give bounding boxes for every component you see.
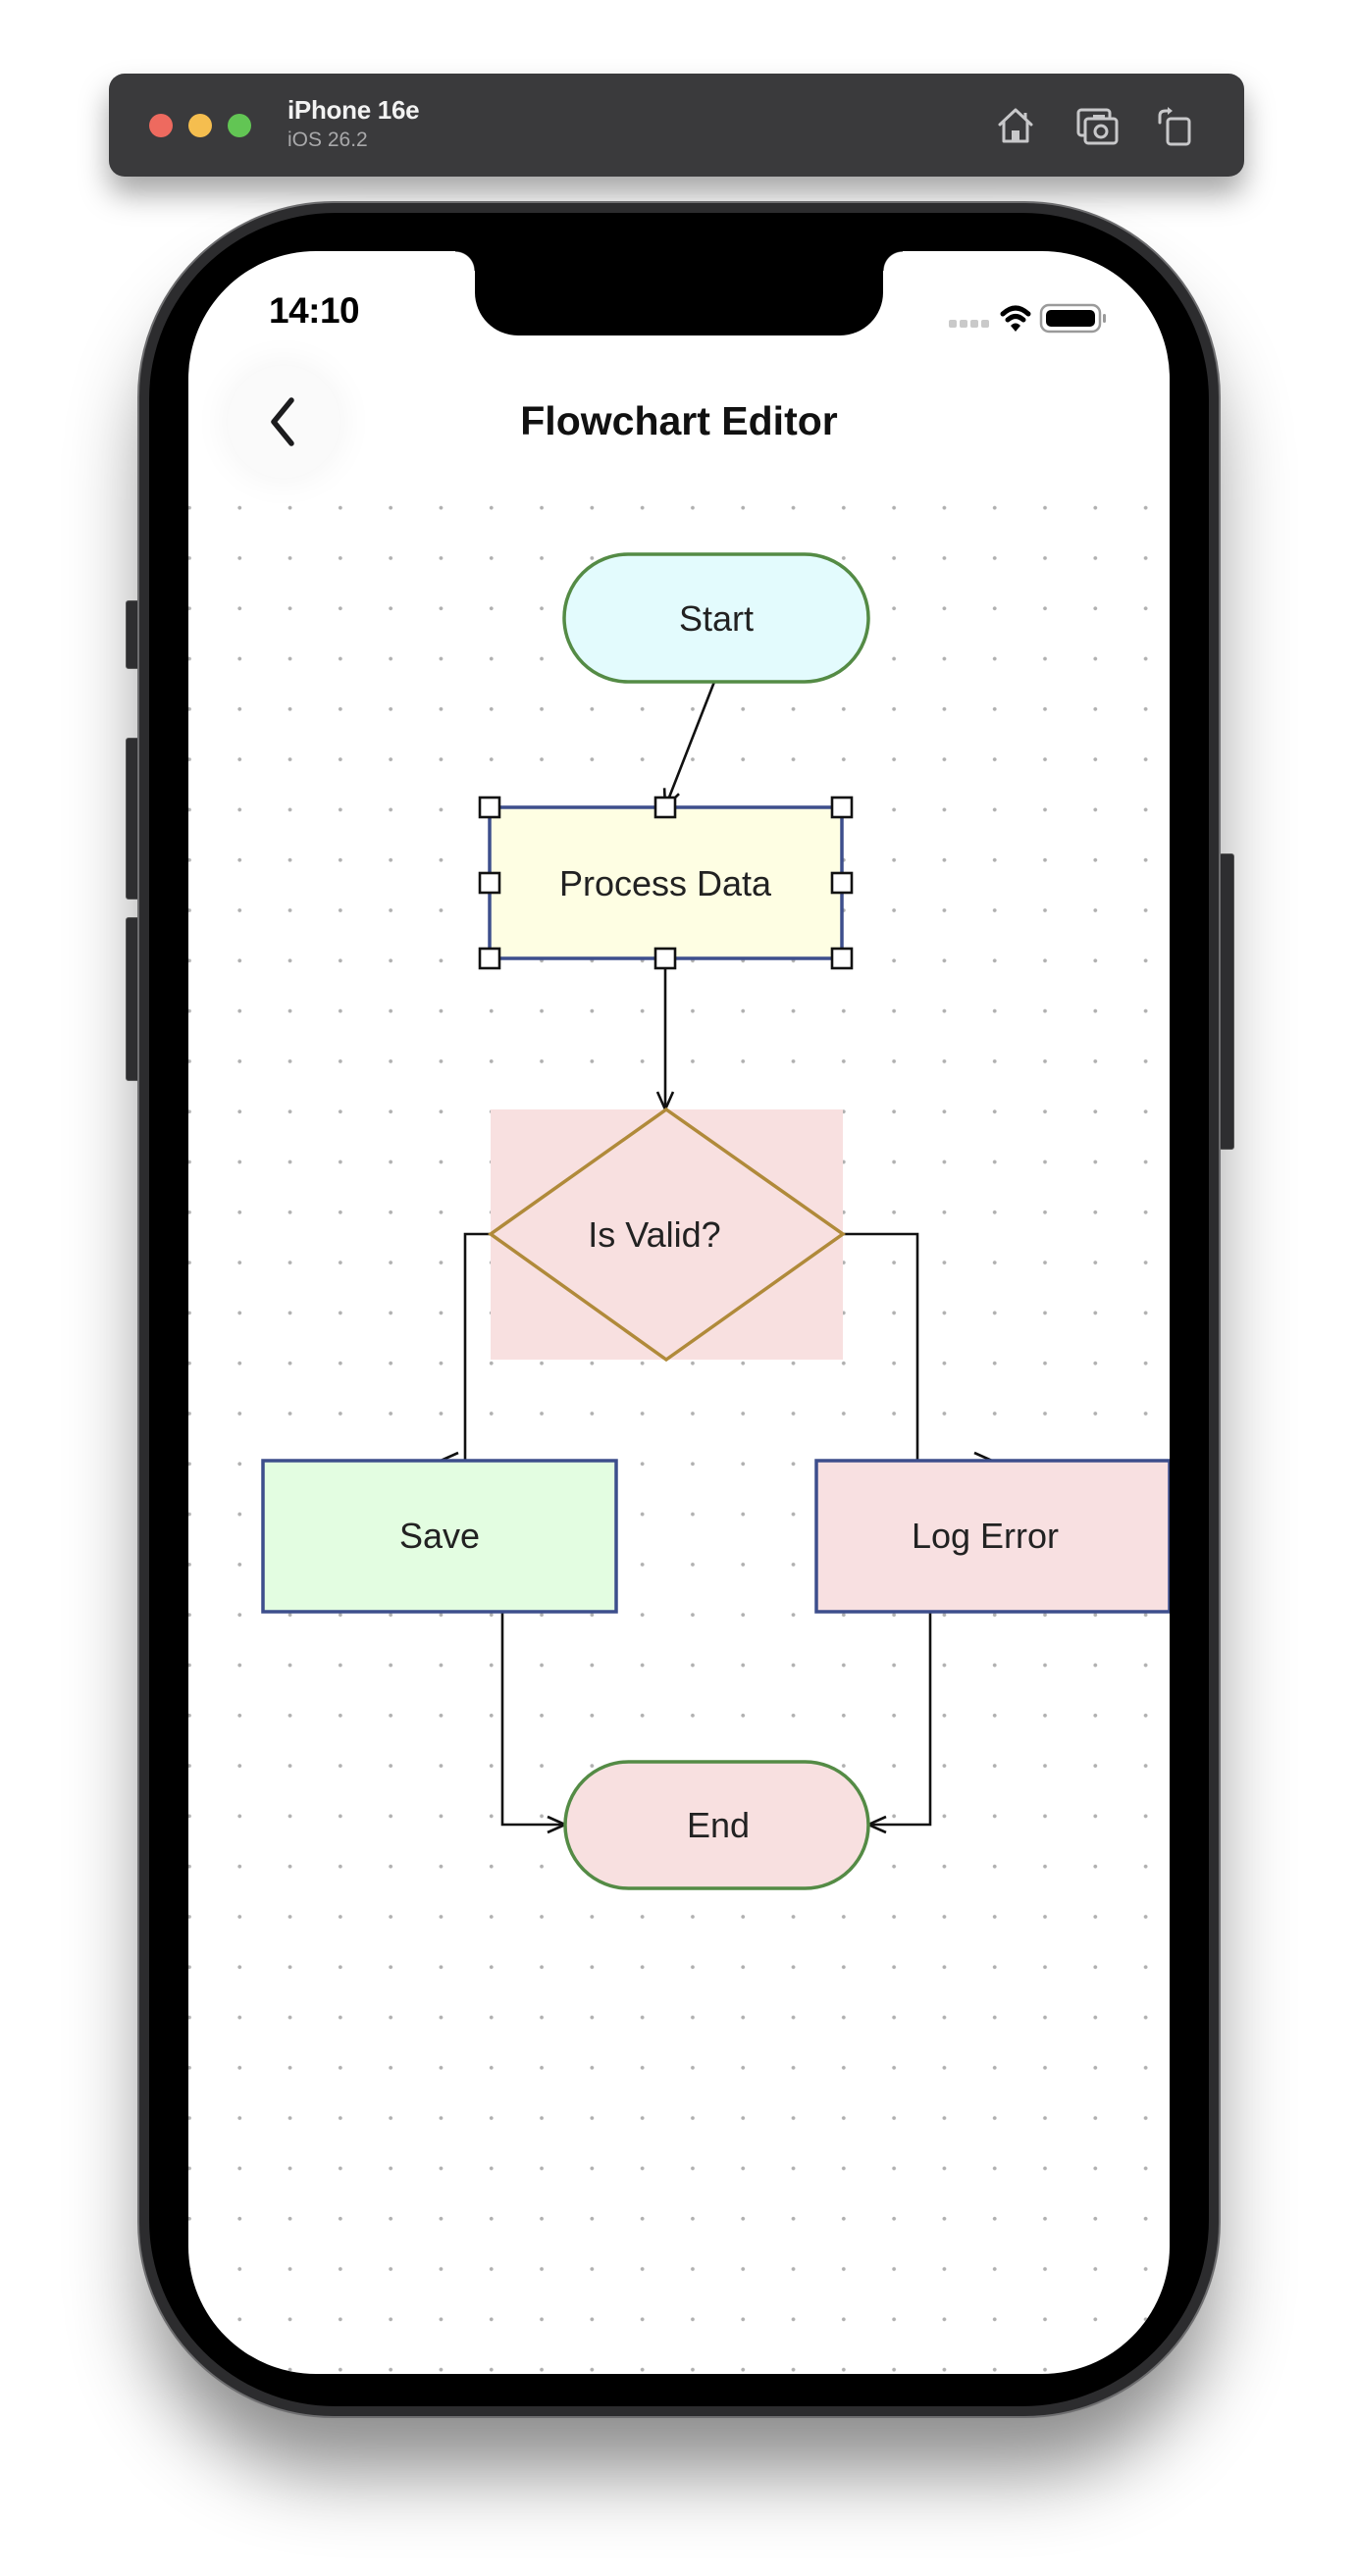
cellular-signal-icon [949,320,989,328]
chevron-left-icon [271,397,294,446]
edge-decision-to-log[interactable] [843,1232,992,1461]
minimize-window-button[interactable] [188,114,212,137]
node-decision-label: Is Valid? [588,1214,720,1255]
node-is-valid[interactable]: Is Valid? [487,1107,847,1363]
resize-handle-top[interactable] [653,796,677,819]
edge-save-to-end[interactable] [440,1610,565,1825]
resize-handle-top-right[interactable] [830,796,854,819]
screenshot-button[interactable] [1072,101,1122,150]
rotate-icon [1158,107,1191,146]
device-name: iPhone 16e [287,95,420,125]
node-start[interactable]: Start [562,552,870,684]
flowchart-canvas[interactable]: Start Process Data Is Valid? [188,251,1170,2374]
os-version: iOS 26.2 [287,129,368,151]
phone-screen: 14:10 Flowchart Editor [188,251,1170,2374]
node-save[interactable]: Save [261,1459,618,1614]
resize-handle-right[interactable] [830,871,854,895]
resize-handle-bottom[interactable] [653,947,677,970]
battery-icon [1039,303,1106,334]
edge-decision-to-save[interactable] [441,1232,491,1461]
screenshot-icon [1076,108,1119,145]
node-process-data[interactable]: Process Data [478,796,854,970]
edge-start-to-process[interactable] [665,681,716,807]
zoom-window-button[interactable] [228,114,251,137]
simulator-title-bar: iPhone 16e iOS 26.2 [109,74,1244,177]
status-time: 14:10 [269,290,360,331]
node-log-label: Log Error [912,1516,1059,1556]
rotate-button[interactable] [1150,101,1199,150]
back-button[interactable] [228,366,340,478]
node-end[interactable]: End [563,1760,870,1890]
page-title: Flowchart Editor [520,398,838,443]
node-end-label: End [687,1805,750,1845]
wifi-icon [1000,305,1031,332]
home-icon [998,108,1033,143]
power-button [1219,853,1234,1150]
node-process-label: Process Data [559,863,772,903]
resize-handle-top-left[interactable] [478,796,501,819]
notch [455,251,903,335]
close-window-button[interactable] [149,114,173,137]
node-save-label: Save [399,1516,480,1556]
selection-handles [478,796,854,970]
decision-bounding-fill [491,1109,843,1360]
resize-handle-bottom-left[interactable] [478,947,501,970]
resize-handle-left[interactable] [478,871,501,895]
node-start-label: Start [679,598,754,639]
home-button[interactable] [991,101,1040,150]
node-log-error[interactable]: Log Error [814,1459,1170,1614]
edge-log-to-end[interactable] [868,1610,992,1825]
resize-handle-bottom-right[interactable] [830,947,854,970]
status-icons [944,300,1121,339]
